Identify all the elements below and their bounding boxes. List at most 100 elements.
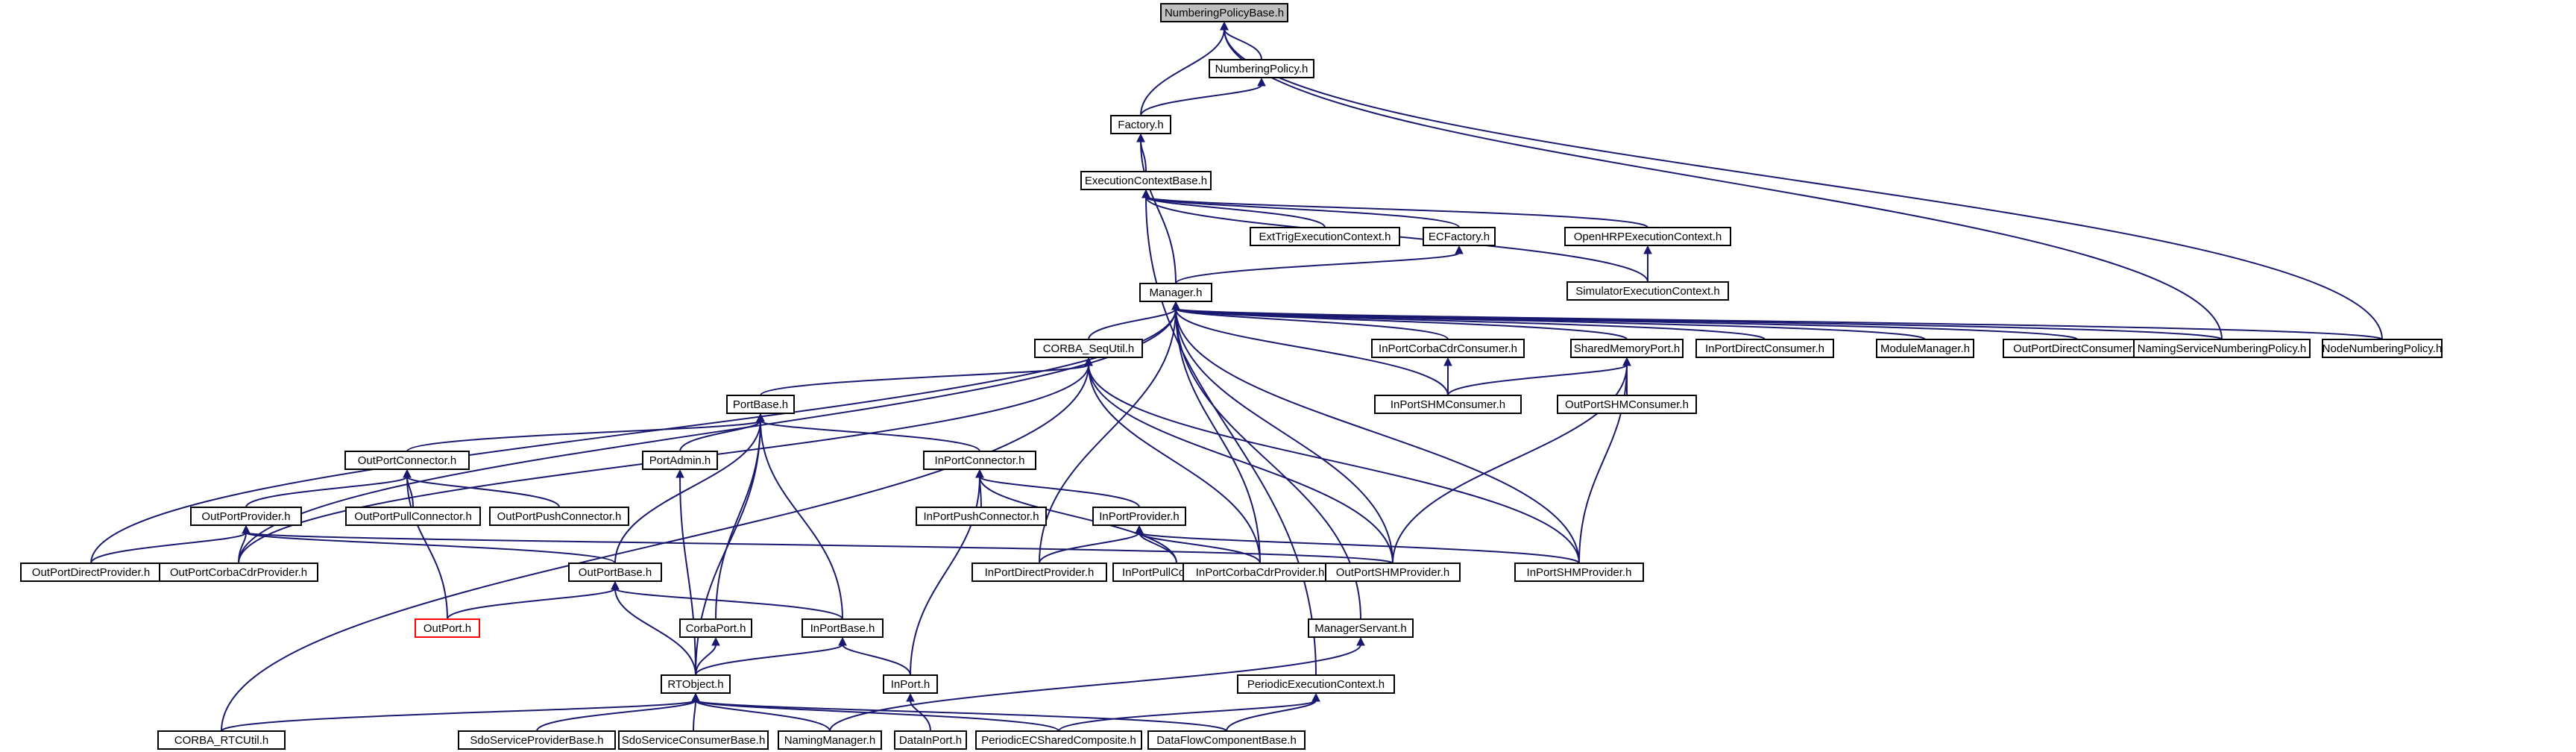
node-box bbox=[642, 451, 718, 470]
node-sdoserviceconsumerbase[interactable]: SdoServiceConsumerBase.h bbox=[618, 730, 769, 750]
dependency-edge-inportbase-to-portbase bbox=[756, 413, 843, 620]
node-box bbox=[345, 507, 481, 526]
node-label: DataFlowComponentBase.h bbox=[1156, 734, 1297, 747]
node-portadmin[interactable]: PortAdmin.h bbox=[642, 451, 718, 470]
node-outport[interactable]: OutPort.h bbox=[415, 618, 480, 638]
node-label: PeriodicECSharedComposite.h bbox=[981, 734, 1136, 747]
node-namingservicenumbering[interactable]: NamingServiceNumberingPolicy.h bbox=[2133, 339, 2311, 358]
node-numberingpolicybase[interactable]: NumberingPolicyBase.h bbox=[1160, 3, 1288, 22]
dependency-edge-inportshmprovider-to-sharedmemoryport bbox=[1578, 357, 1631, 564]
node-label: NodeNumberingPolicy.h bbox=[2323, 342, 2443, 355]
node-periodicec[interactable]: PeriodicExecutionContext.h bbox=[1237, 674, 1395, 694]
node-inportshmprovider[interactable]: InPortSHMProvider.h bbox=[1514, 563, 1644, 582]
node-sharedmemoryport[interactable]: SharedMemoryPort.h bbox=[1570, 339, 1684, 358]
node-inportprovider[interactable]: InPortProvider.h bbox=[1092, 507, 1186, 526]
dependency-edge-rtobject-to-portadmin bbox=[676, 469, 696, 676]
node-inportbase[interactable]: InPortBase.h bbox=[802, 618, 884, 638]
dependency-edge-inportshmprovider-to-inportprovider bbox=[1135, 524, 1580, 564]
node-label: InPortBase.h bbox=[810, 622, 875, 635]
node-outportdirectconsumer[interactable]: OutPortDirectConsumer.h bbox=[2003, 339, 2152, 358]
node-box bbox=[1371, 339, 1525, 358]
dependency-edge-periodicecshared-to-rtobject bbox=[691, 692, 1059, 732]
node-outportpushconnector[interactable]: OutPortPushConnector.h bbox=[489, 507, 629, 526]
node-box bbox=[1325, 563, 1461, 582]
node-portbase[interactable]: PortBase.h bbox=[726, 395, 795, 414]
node-box bbox=[2003, 339, 2152, 358]
node-periodicecshared[interactable]: PeriodicECSharedComposite.h bbox=[975, 730, 1142, 750]
node-label: NumberingPolicyBase.h bbox=[1165, 7, 1284, 19]
node-inportpushconnector[interactable]: InPortPushConnector.h bbox=[916, 507, 1047, 526]
node-inportcorbacdrconsumer[interactable]: InPortCorbaCdrConsumer.h bbox=[1371, 339, 1525, 358]
node-label: SdoServiceConsumerBase.h bbox=[622, 734, 766, 747]
node-box bbox=[975, 730, 1142, 750]
dependency-edge-outportbase-to-outportprovider bbox=[242, 524, 616, 564]
dependency-edge-outportshmprovider-to-manager bbox=[1171, 301, 1394, 564]
node-namingmanager[interactable]: NamingManager.h bbox=[778, 730, 882, 750]
dependency-edge-rtobject-to-corbaport bbox=[695, 636, 720, 676]
node-manager[interactable]: Manager.h bbox=[1139, 283, 1212, 302]
node-datainport[interactable]: DataInPort.h bbox=[894, 730, 967, 750]
node-box bbox=[971, 563, 1107, 582]
node-exttrig[interactable]: ExtTrigExecutionContext.h bbox=[1250, 227, 1400, 246]
node-box bbox=[1209, 59, 1314, 78]
node-openhrp[interactable]: OpenHRPExecutionContext.h bbox=[1564, 227, 1731, 246]
node-label: OutPortDirectConsumer.h bbox=[2013, 342, 2141, 355]
node-corba-sequtil[interactable]: CORBA_SeqUtil.h bbox=[1034, 339, 1143, 358]
dependency-edge-inportconnector-to-portbase bbox=[756, 413, 980, 452]
node-label: NamingServiceNumberingPolicy.h bbox=[2138, 342, 2306, 355]
node-box bbox=[1557, 395, 1697, 414]
node-factory[interactable]: Factory.h bbox=[1110, 115, 1171, 134]
node-ecfactory[interactable]: ECFactory.h bbox=[1423, 227, 1496, 246]
node-simulator[interactable]: SimulatorExecutionContext.h bbox=[1566, 281, 1729, 301]
node-inport[interactable]: InPort.h bbox=[883, 674, 938, 694]
dependency-edge-nodenumbering-to-manager bbox=[1171, 301, 2383, 340]
dependency-edge-inportshmconsumer-to-sharedmemoryport bbox=[1447, 357, 1631, 396]
node-managerservant[interactable]: ManagerServant.h bbox=[1308, 618, 1414, 638]
node-label: ModuleManager.h bbox=[1880, 342, 1970, 355]
node-box bbox=[2322, 339, 2443, 358]
node-label: OpenHRPExecutionContext.h bbox=[1574, 231, 1722, 243]
dependency-edge-inportshmconsumer-to-inportcorbacdrconsumer bbox=[1443, 357, 1452, 396]
node-box bbox=[1110, 115, 1171, 134]
node-outportconnector[interactable]: OutPortConnector.h bbox=[344, 451, 470, 470]
node-outportpullconnector[interactable]: OutPortPullConnector.h bbox=[345, 507, 481, 526]
node-numberingpolicy[interactable]: NumberingPolicy.h bbox=[1209, 59, 1314, 78]
dependency-edge-inportdirectprovider-to-inportprovider bbox=[1039, 524, 1144, 564]
node-dataflowcomponentbase[interactable]: DataFlowComponentBase.h bbox=[1147, 730, 1306, 750]
node-rtobject[interactable]: RTObject.h bbox=[661, 674, 731, 694]
node-box bbox=[726, 395, 795, 414]
node-box bbox=[778, 730, 882, 750]
node-inportdirectconsumer[interactable]: InPortDirectConsumer.h bbox=[1695, 339, 1834, 358]
node-outportprovider[interactable]: OutPortProvider.h bbox=[190, 507, 302, 526]
header-file-nodes: NumberingPolicyBase.hNumberingPolicy.hFa… bbox=[20, 3, 2443, 750]
node-inportshmconsumer[interactable]: InPortSHMConsumer.h bbox=[1374, 395, 1522, 414]
node-label: PortAdmin.h bbox=[649, 454, 711, 467]
node-label: DataInPort.h bbox=[899, 734, 962, 747]
node-box bbox=[1160, 3, 1288, 22]
node-nodenumbering[interactable]: NodeNumberingPolicy.h bbox=[2322, 339, 2443, 358]
node-label: CORBA_RTCUtil.h bbox=[174, 734, 268, 747]
node-corba-rtcutil[interactable]: CORBA_RTCUtil.h bbox=[157, 730, 286, 750]
dependency-edge-outportshmprovider-to-corba_sequtil bbox=[1084, 357, 1394, 564]
node-outportbase[interactable]: OutPortBase.h bbox=[568, 563, 662, 582]
node-modulemanager[interactable]: ModuleManager.h bbox=[1876, 339, 1974, 358]
node-outportshmconsumer[interactable]: OutPortSHMConsumer.h bbox=[1557, 395, 1697, 414]
node-inportconnector[interactable]: InPortConnector.h bbox=[923, 451, 1036, 470]
node-outportcorbacdrprovider[interactable]: OutPortCorbaCdrProvider.h bbox=[159, 563, 318, 582]
node-sdoserviceproviderbase[interactable]: SdoServiceProviderBase.h bbox=[458, 730, 616, 750]
node-outportshmprovider[interactable]: OutPortSHMProvider.h bbox=[1325, 563, 1461, 582]
node-inportcorbacdrprovider[interactable]: InPortCorbaCdrProvider.h bbox=[1182, 563, 1338, 582]
node-box bbox=[916, 507, 1047, 526]
dependency-edge-outportshmprovider-to-sharedmemoryport bbox=[1392, 357, 1631, 564]
node-outportdirectprovider[interactable]: OutPortDirectProvider.h bbox=[20, 563, 162, 582]
node-inportdirectprovider[interactable]: InPortDirectProvider.h bbox=[971, 563, 1107, 582]
node-label: SimulatorExecutionContext.h bbox=[1575, 285, 1719, 298]
node-box bbox=[1250, 227, 1400, 246]
node-label: InPortSHMProvider.h bbox=[1527, 566, 1632, 579]
node-box bbox=[489, 507, 629, 526]
node-label: InPortCorbaCdrProvider.h bbox=[1196, 566, 1325, 579]
node-executioncontextbase[interactable]: ExecutionContextBase.h bbox=[1080, 171, 1212, 190]
dependency-edges bbox=[90, 21, 2383, 732]
node-label: OutPortDirectProvider.h bbox=[32, 566, 150, 579]
node-corbaport[interactable]: CorbaPort.h bbox=[679, 618, 752, 638]
